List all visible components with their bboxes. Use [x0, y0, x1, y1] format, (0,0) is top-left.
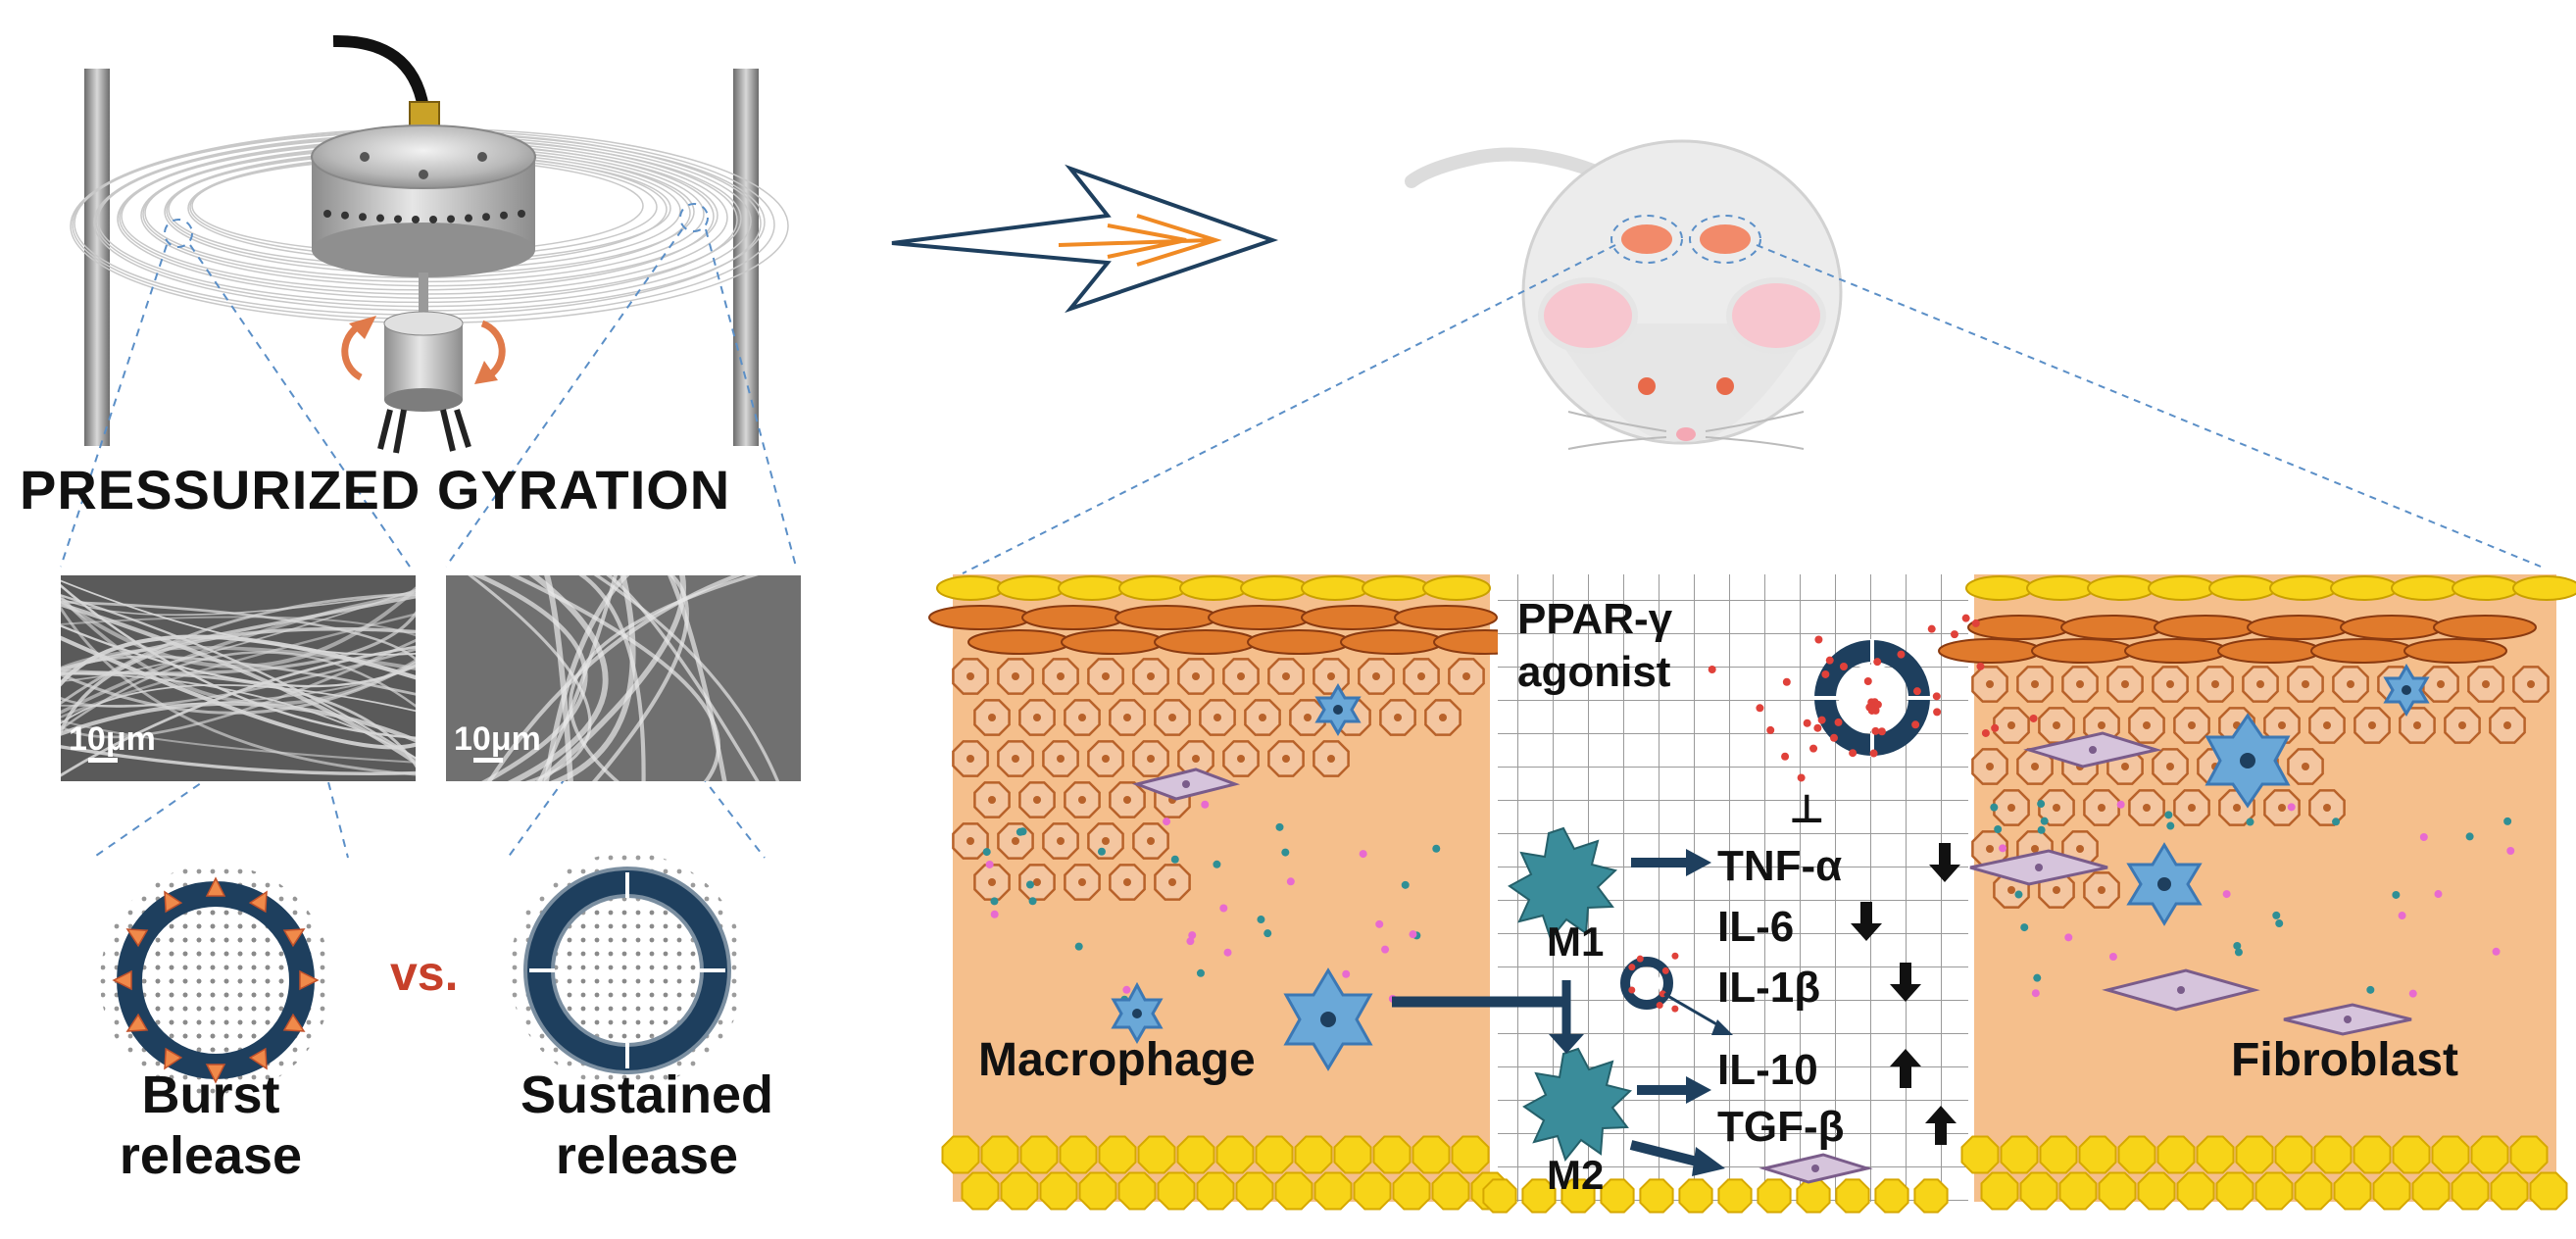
epidermis-cells-right [1938, 615, 2550, 909]
cable [332, 34, 429, 110]
sustained-release-fiber [510, 853, 745, 1088]
cytokine-tgf-beta: TGF-β [1717, 1103, 1845, 1151]
scale-bar-label-right: 10μm [454, 720, 541, 758]
process-arrow [891, 164, 1279, 314]
sustained-release-label-line2: release [555, 1126, 739, 1185]
vessel-orifices [323, 210, 525, 223]
cytokine-il-1-beta: IL-1β [1717, 964, 1821, 1012]
agonist-label-line2: agonist [1517, 648, 1671, 696]
pathway-arrows [1392, 849, 1733, 1176]
macrophage-label: Macrophage [978, 1034, 1256, 1086]
sem-image-left: 10μm [61, 575, 416, 781]
m2-macrophage [1522, 1047, 1633, 1163]
burst-release-label-line2: release [119, 1126, 303, 1185]
tissue-panel [928, 574, 2576, 1214]
mouse-ear-left [1538, 277, 1638, 354]
m1-macrophage [1508, 826, 1618, 942]
arrow-down-icon [1890, 963, 1921, 1002]
scale-bar-left [88, 758, 118, 763]
subcutaneous-fat [941, 1135, 2568, 1214]
motor [384, 323, 463, 400]
sem-image-right: 10μm [446, 575, 801, 781]
scale-bar-label-left: 10μm [69, 720, 156, 758]
fibroblast-label: Fibroblast [2231, 1034, 2459, 1086]
mouse [962, 139, 2542, 574]
gyration-apparatus [70, 34, 789, 454]
agonist-fiber-small [1620, 957, 1673, 1010]
collector-pole-left [84, 69, 110, 446]
vessel-bottom [312, 223, 535, 277]
stratum-corneum [936, 575, 2576, 601]
arrow-down-icon [1851, 902, 1882, 941]
cytokine-il-10: IL-10 [1717, 1046, 1818, 1094]
agonist-label-line1: PPAR-γ [1517, 595, 1673, 643]
vessel-lid [311, 124, 536, 189]
arrow-down-icon [1929, 843, 1960, 882]
epidermis-cells-left [928, 605, 1537, 901]
agonist-molecules [1628, 614, 2038, 1013]
cytokine-molecules [982, 800, 2515, 1004]
m1-label: M1 [1547, 918, 1605, 965]
vs-label: vs. [390, 946, 459, 1001]
burst-release-fiber [100, 865, 331, 1096]
mouse-tail [1405, 147, 1614, 188]
burst-release-label-line1: Burst [141, 1066, 280, 1124]
arrow-up-icon [1925, 1106, 1957, 1145]
scale-bar-right [473, 758, 503, 763]
inhibit-symbol: ⊥ [1789, 788, 1825, 831]
m2-label: M2 [1547, 1152, 1605, 1198]
rotation-arrow-right [480, 320, 506, 381]
arrow-up-icon [1890, 1049, 1921, 1088]
cytokine-tnf-alpha: TNF-α [1717, 842, 1843, 890]
mouse-ear-right [1726, 277, 1826, 354]
title-pressurized-gyration: PRESSURIZED GYRATION [20, 459, 731, 520]
sustained-release-label-line1: Sustained [520, 1066, 774, 1124]
cytokine-il-6: IL-6 [1717, 903, 1795, 951]
